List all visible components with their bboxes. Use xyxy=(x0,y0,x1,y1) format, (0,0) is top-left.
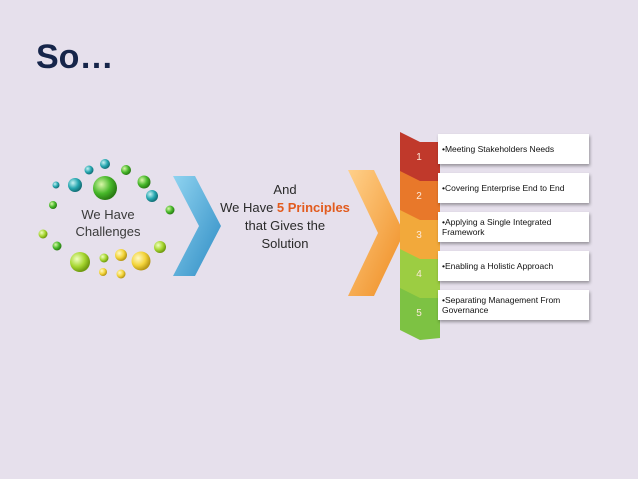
step-number: 4 xyxy=(416,269,422,280)
principle-item: •Meeting Stakeholders Needs xyxy=(438,134,589,164)
principle-text: •Enabling a Holistic Approach xyxy=(442,261,554,271)
principle-item: •Separating Management From Governance xyxy=(438,290,589,320)
bubble xyxy=(146,190,158,202)
challenge-bubbles xyxy=(38,159,175,279)
principle-item: •Covering Enterprise End to End xyxy=(438,173,589,203)
principle-text: •Applying a Single Integrated Framework xyxy=(442,217,552,237)
principles-statement: And We Have 5 Principles that Gives the … xyxy=(220,182,350,251)
bubble xyxy=(100,159,110,169)
bubble xyxy=(49,201,57,209)
bubble xyxy=(131,251,151,271)
bubble xyxy=(84,165,94,175)
step-chevron-icon xyxy=(400,288,440,340)
bubble xyxy=(70,252,90,272)
bubble xyxy=(68,178,82,192)
bubble xyxy=(99,268,107,276)
step-number: 1 xyxy=(416,152,422,163)
bubble xyxy=(52,241,62,251)
bubble xyxy=(38,229,48,239)
principles-highlight: 5 Principles xyxy=(276,200,350,215)
step-chevron-icon xyxy=(400,210,440,262)
principle-item: •Enabling a Holistic Approach xyxy=(438,251,589,281)
step-number: 2 xyxy=(416,191,422,202)
principle-text: •Covering Enterprise End to End xyxy=(442,183,565,193)
bubble xyxy=(165,205,175,215)
step-chevron-icon xyxy=(400,132,440,184)
step-chevron-icon xyxy=(400,171,440,223)
principle-text: •Separating Management From Governance xyxy=(442,295,561,315)
principle-item: •Applying a Single Integrated Framework xyxy=(438,212,589,242)
page-title: So… xyxy=(36,38,114,76)
bubble xyxy=(154,241,166,253)
step-chevron-icon xyxy=(400,249,440,301)
chevron-right-icon xyxy=(173,176,221,276)
bubble xyxy=(99,253,109,263)
principle-text: •Meeting Stakeholders Needs xyxy=(442,144,555,154)
bubble xyxy=(115,249,127,261)
bubble xyxy=(137,175,151,189)
bubble xyxy=(116,269,126,279)
bubble xyxy=(93,176,117,200)
chevron-right-icon xyxy=(348,170,404,296)
step-number: 3 xyxy=(416,230,422,241)
bubble xyxy=(52,181,60,189)
challenges-label: We Have Challenges xyxy=(75,207,141,239)
bubble xyxy=(121,165,131,175)
step-number: 5 xyxy=(416,308,422,319)
